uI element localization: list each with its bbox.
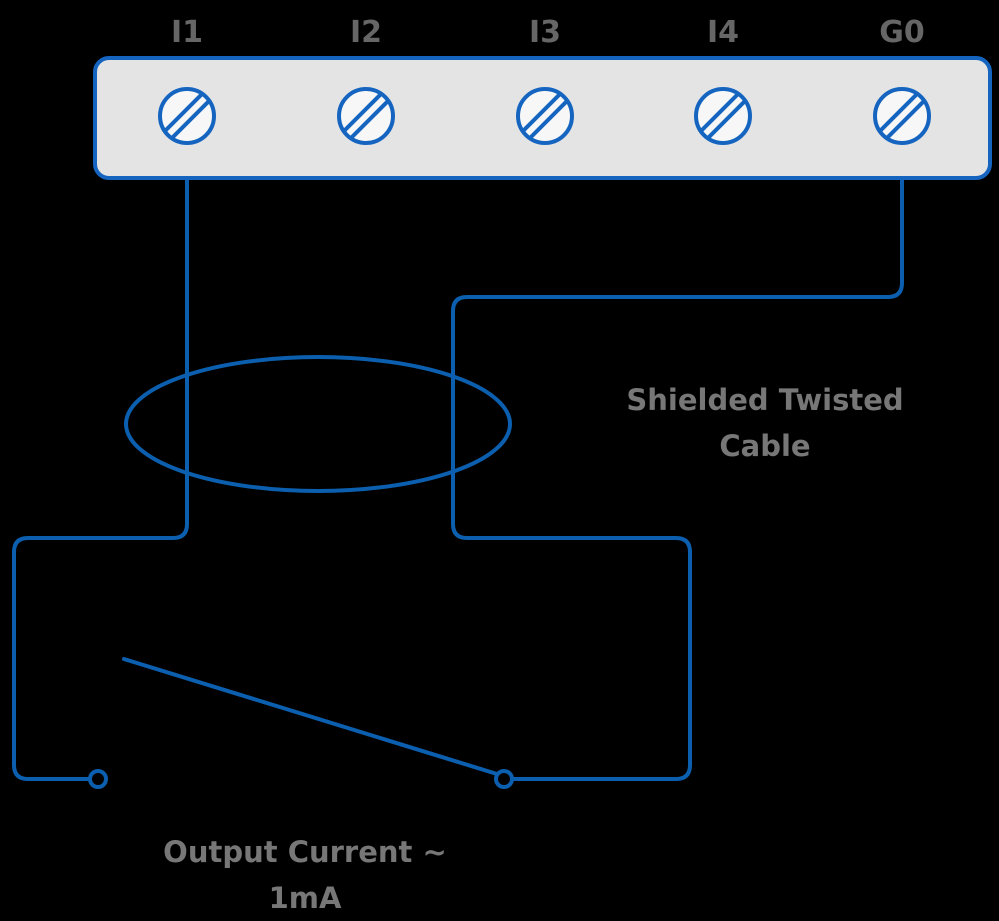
cable-annotation-line1: Shielded Twisted bbox=[626, 383, 903, 417]
terminal-screw-i2[interactable] bbox=[336, 86, 396, 146]
switch-symbol[interactable] bbox=[88, 657, 514, 789]
terminal-screw-i1[interactable] bbox=[157, 86, 217, 146]
terminal-label-i3: I3 bbox=[529, 15, 561, 50]
wire-group bbox=[12, 126, 904, 781]
terminal-screw-i4[interactable] bbox=[693, 86, 753, 146]
switch-terminal-left-icon[interactable] bbox=[88, 769, 108, 789]
screw-slot-icon bbox=[339, 89, 393, 143]
screw-slot-icon bbox=[696, 89, 750, 143]
screw-slot-icon bbox=[875, 89, 929, 143]
screw-slot-icon bbox=[160, 89, 214, 143]
terminal-screw-i3[interactable] bbox=[515, 86, 575, 146]
terminal-screw-g0[interactable] bbox=[872, 86, 932, 146]
switch-lever-icon bbox=[122, 657, 499, 776]
source-annotation-line1: Output Current ~ bbox=[163, 835, 447, 869]
terminal-label-g0: G0 bbox=[879, 15, 925, 50]
terminal-label-i1: I1 bbox=[171, 15, 203, 50]
source-annotation-line2: 1mA bbox=[269, 881, 342, 915]
cable-annotation-line2: Cable bbox=[719, 429, 810, 463]
wire-g0-to-source bbox=[451, 126, 904, 781]
shielded-twisted-cable-icon bbox=[124, 355, 512, 493]
switch-terminal-right-icon[interactable] bbox=[494, 769, 514, 789]
terminal-label-i4: I4 bbox=[707, 15, 739, 50]
terminal-label-i2: I2 bbox=[350, 15, 382, 50]
wire-i1-to-source bbox=[12, 126, 189, 781]
screw-slot-icon bbox=[518, 89, 572, 143]
